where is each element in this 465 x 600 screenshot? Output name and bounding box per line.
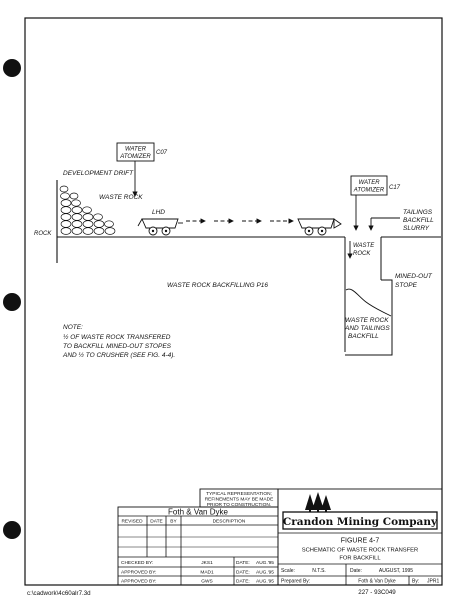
prepared-by-value: Foth & Van Dyke <box>358 579 396 585</box>
note-line1: ½ OF WASTE ROCK TRANSFERED <box>63 333 171 341</box>
rev-header-revised: REVISED <box>121 519 143 525</box>
atomizer-left-code: C07 <box>156 150 168 156</box>
scale-value: N.T.S. <box>312 568 326 574</box>
backfill-surface-line <box>345 288 392 317</box>
binder-hole-top <box>3 59 21 77</box>
waste-rock-drop-line1: WASTE <box>353 243 375 249</box>
lhd-vehicle-right <box>297 218 342 236</box>
title-block <box>117 488 443 586</box>
atomizer-left-line2: ATOMIZER <box>119 154 151 160</box>
company-name: Crandon Mining Company <box>283 516 438 528</box>
waste-rock-label: WASTE ROCK <box>99 194 143 201</box>
figure-number: FIGURE 4-7 <box>341 538 380 545</box>
approved-1-date: AUG.'95 <box>256 570 274 576</box>
approved-by-1-label: APPROVED BY: <box>121 570 156 576</box>
scale-label: Scale: <box>281 568 295 574</box>
tailings-line2: BACKFILL <box>403 217 434 224</box>
mined-out-stope-line1: MINED-OUT <box>395 273 433 280</box>
checked-by-initials: JKS1 <box>201 560 213 566</box>
atomizer-right-code: C17 <box>389 185 401 191</box>
typical-note-line3: PRIOR TO CONSTRUCTION. <box>207 502 271 508</box>
by-label: By: <box>412 579 419 585</box>
date-label: Date: <box>350 568 362 574</box>
stope-outline <box>345 279 393 356</box>
tailings-line3: SLURRY <box>403 225 430 232</box>
lhd-label: LHD <box>152 209 165 216</box>
drawing-title-line1: SCHEMATIC OF WASTE ROCK TRANSFER <box>302 548 418 554</box>
cad-file-path: c:\cadwork\4c60alr7.3d <box>27 590 91 597</box>
rock-label: ROCK <box>34 231 52 237</box>
mined-out-stope-line2: STOPE <box>395 282 418 289</box>
binder-hole-middle <box>3 293 21 311</box>
water-atomizer-left <box>116 142 155 162</box>
rev-header-description: DESCRIPTION <box>213 519 246 525</box>
note-line2: TO BACKFILL MINED-OUT STOPES <box>63 343 172 350</box>
checked-date-label: DATE: <box>236 560 250 566</box>
rev-header-date: DATE <box>150 519 162 525</box>
note-title: NOTE: <box>63 324 83 331</box>
typical-note-line2: REFINEMENTS MAY BE MADE <box>205 497 274 503</box>
lhd-vehicle-left <box>137 218 183 236</box>
checked-date: AUG.'95 <box>256 560 274 566</box>
approved-2-date: AUG.'95 <box>256 579 274 585</box>
waste-rock-drop-line2: ROCK <box>353 251 371 257</box>
water-atomizer-right <box>350 175 388 196</box>
drawing-title-line2: FOR BACKFILL <box>339 556 381 562</box>
checked-by-label: CHECKED BY: <box>121 560 153 566</box>
approved-2-date-label: DATE: <box>236 579 250 585</box>
stope-fill-line2: AND TAILINGS <box>344 325 390 332</box>
approved-1-date-label: DATE: <box>236 570 250 576</box>
waste-rock-backfilling-caption: WASTE ROCK BACKFILLING P16 <box>167 282 268 289</box>
prepared-by-label: Prepared By: <box>281 579 310 585</box>
waste-rock-pile <box>59 185 116 235</box>
approved-by-2-initials: GWS <box>201 579 212 585</box>
rev-header-by: BY <box>170 519 177 525</box>
development-drift-label: DEVELOPMENT DRIFT <box>63 170 134 177</box>
sheet-number: 227 - 93C049 <box>358 589 396 596</box>
tailings-line1: TAILINGS <box>403 209 433 216</box>
firm-name: Foth & Van Dyke <box>168 508 228 517</box>
atomizer-right-line1: WATER <box>358 180 380 186</box>
approved-by-2-label: APPROVED BY: <box>121 579 156 585</box>
stope-fill-line3: BACKFILL <box>348 333 379 340</box>
note-line3: AND ½ TO CRUSHER (SEE FIG. 4-4). <box>62 351 175 359</box>
by-value: JPR1 <box>427 579 439 585</box>
tree-logo <box>305 492 331 512</box>
typical-note-line1: TYPICAL REPRESENTATION; <box>206 491 272 497</box>
binder-hole-bottom <box>3 521 21 539</box>
date-value: AUGUST, 1995 <box>379 568 413 574</box>
atomizer-right-line2: ATOMIZER <box>353 188 385 194</box>
atomizer-left-line1: WATER <box>125 147 147 153</box>
approved-by-1-initials: MAD1 <box>200 570 214 576</box>
stope-fill-line1: WASTE ROCK <box>345 317 389 324</box>
